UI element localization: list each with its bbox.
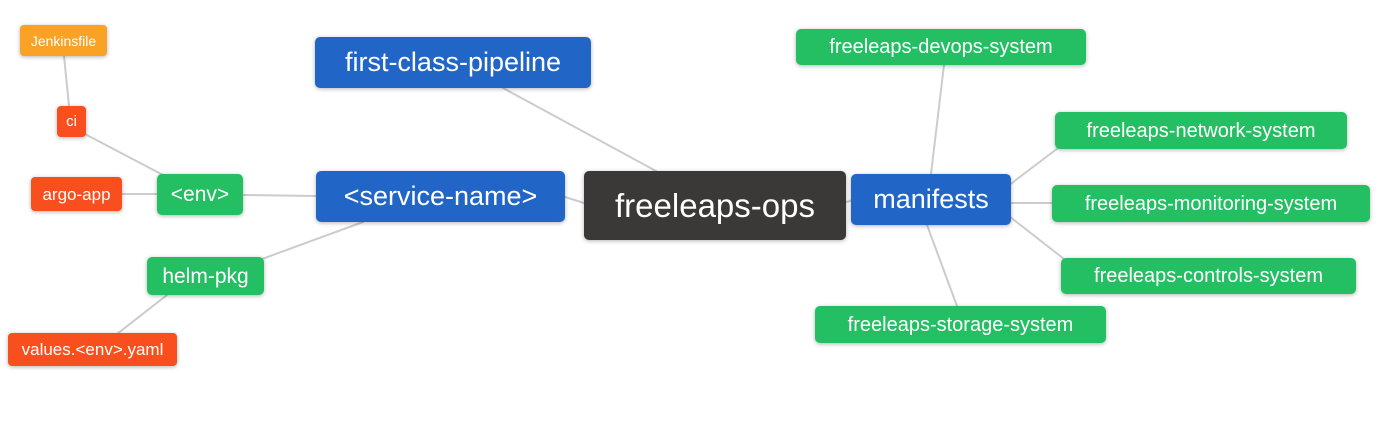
node-manifests[interactable]: manifests — [851, 174, 1011, 225]
node-network-system[interactable]: freeleaps-network-system — [1055, 112, 1347, 149]
edge-first-class-pipeline-to-freeleaps-ops — [502, 87, 657, 172]
edge-devops-system-to-manifests — [930, 64, 945, 175]
edge-manifests-to-controls-system — [1008, 215, 1065, 260]
node-ci[interactable]: ci — [57, 106, 86, 137]
node-helm-pkg[interactable]: helm-pkg — [147, 257, 264, 295]
node-monitoring-system[interactable]: freeleaps-monitoring-system — [1052, 185, 1370, 222]
edge-env-to-service-name — [242, 194, 317, 197]
node-values-env-yaml[interactable]: values.<env>.yaml — [8, 333, 177, 366]
node-freeleaps-ops[interactable]: freeleaps-ops — [584, 171, 846, 240]
node-devops-system[interactable]: freeleaps-devops-system — [796, 29, 1086, 65]
node-jenkinsfile[interactable]: Jenkinsfile — [20, 25, 107, 56]
node-storage-system[interactable]: freeleaps-storage-system — [815, 306, 1106, 343]
node-env[interactable]: <env> — [157, 174, 243, 215]
node-argo-app[interactable]: argo-app — [31, 177, 122, 211]
edge-helm-pkg-to-values-env-yaml — [116, 294, 168, 335]
node-service-name[interactable]: <service-name> — [316, 171, 565, 222]
edge-manifests-to-storage-system — [926, 224, 958, 307]
edge-manifests-to-network-system — [1007, 147, 1059, 187]
edge-ci-to-env — [82, 132, 166, 177]
node-controls-system[interactable]: freeleaps-controls-system — [1061, 258, 1356, 294]
edge-service-name-to-helm-pkg — [261, 221, 364, 260]
edge-jenkinsfile-to-ci — [63, 55, 70, 107]
node-first-class-pipeline[interactable]: first-class-pipeline — [315, 37, 591, 88]
edge-service-name-to-freeleaps-ops — [564, 196, 585, 204]
